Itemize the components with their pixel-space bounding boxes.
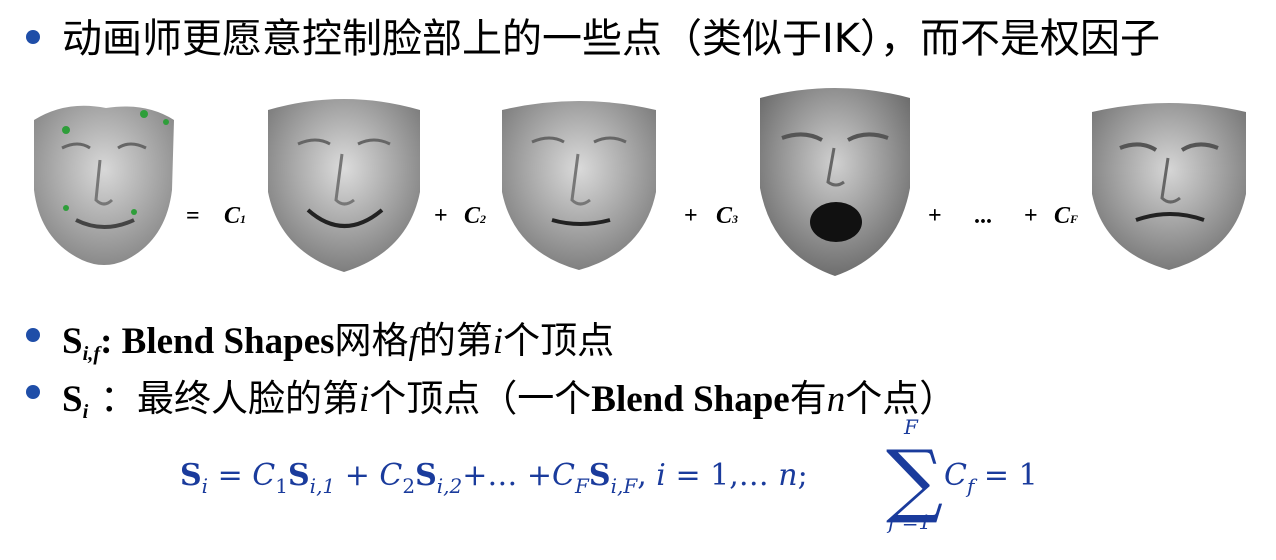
sum-symbol: ∑ <box>886 433 944 526</box>
sum-lower-limit: f =1 <box>888 510 932 534</box>
sum-constraint: Cf = 1 <box>944 458 1038 498</box>
plus-sign-1: + <box>434 203 448 229</box>
plus-sign-3: + <box>928 203 942 229</box>
blendshape-face-2-image <box>502 101 656 270</box>
target-face-image <box>34 105 174 265</box>
coefficient-c2: C2 <box>464 203 487 229</box>
coefficient-c1: C1 <box>224 203 247 229</box>
ellipsis: ... <box>974 203 992 229</box>
bullet-3 <box>26 385 40 399</box>
bullet-2 <box>26 328 40 342</box>
definition-s-i: Si ：最终人脸的第i个顶点（一个Blend Shape有n个点） <box>62 377 957 424</box>
coefficient-c3: C3 <box>716 203 739 229</box>
equals-sign: = <box>186 203 200 229</box>
blend-formula: Si = C1Si,1 + C2Si,2+… +CFSi,F, i = 1,… … <box>180 458 808 498</box>
sum-upper-limit: F <box>904 415 918 439</box>
coefficient-cf: CF <box>1054 203 1079 229</box>
blendshape-face-3-image <box>760 88 910 276</box>
definition-s-if: Si,f: Blend Shapes网格f的第i个顶点 <box>62 319 615 366</box>
bullet-1 <box>26 30 40 44</box>
plus-sign-2: + <box>684 203 698 229</box>
heading-line-1: 动画师更愿意控制脸部上的一些点（类似于IK），而不是权因子 <box>62 16 1161 62</box>
plus-sign-4: + <box>1024 203 1038 229</box>
blendshape-face-f-image <box>1092 103 1246 270</box>
blendshape-face-1-image <box>268 99 420 272</box>
